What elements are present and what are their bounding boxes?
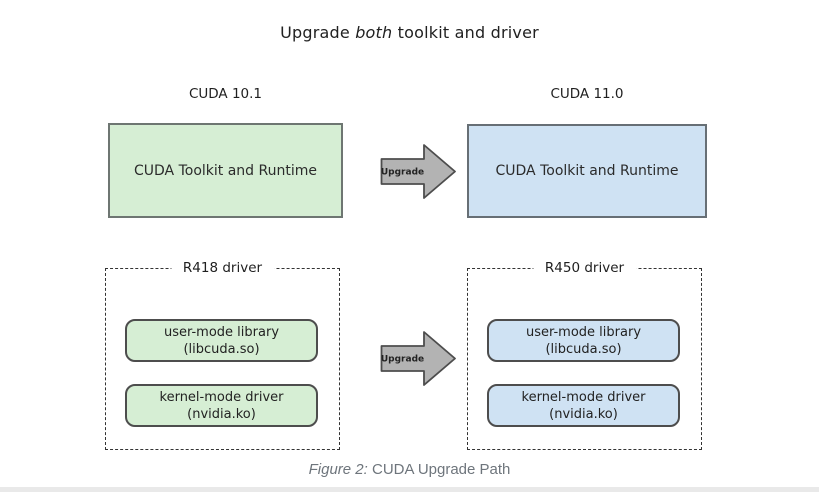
upgrade-arrow-label: Upgrade [381, 168, 424, 178]
toolkit-box-cuda-11-0: CUDA Toolkit and Runtime [467, 124, 707, 218]
figure-title-italic: both [355, 23, 393, 42]
driver-group-title: R450 driver [532, 259, 637, 278]
driver-group-r450: R450 driver user-mode library (libcuda.s… [467, 259, 702, 450]
upgrade-arrow-driver: Upgrade [380, 330, 457, 387]
column-label-cuda-11-0: CUDA 11.0 [550, 86, 624, 102]
toolkit-box-label: CUDA Toolkit and Runtime [134, 162, 317, 179]
driver-item-line2: (nvidia.ko) [549, 406, 618, 422]
figure-caption: Figure 2: CUDA Upgrade Path [0, 461, 819, 478]
upgrade-arrow-label: Upgrade [381, 355, 424, 365]
column-label-cuda-10-1: CUDA 10.1 [188, 86, 263, 102]
driver-item-kernel-mode-driver: kernel-mode driver (nvidia.ko) [125, 384, 318, 427]
driver-item-user-mode-library: user-mode library (libcuda.so) [125, 319, 318, 362]
figure-caption-text: CUDA Upgrade Path [371, 461, 511, 478]
driver-item-user-mode-library: user-mode library (libcuda.so) [487, 319, 680, 362]
driver-item-line1: user-mode library [163, 324, 280, 340]
upgrade-arrow-toolkit: Upgrade [380, 143, 457, 200]
right-arrow-icon: Upgrade [380, 144, 456, 199]
driver-group-title: R418 driver [170, 259, 275, 278]
toolkit-box-cuda-10-1: CUDA Toolkit and Runtime [108, 123, 343, 218]
figure-title-part1: Upgrade [280, 23, 350, 42]
right-arrow-icon: Upgrade [380, 331, 456, 386]
driver-item-kernel-mode-driver: kernel-mode driver (nvidia.ko) [487, 384, 680, 427]
figure-title-part2: toolkit and driver [397, 23, 539, 42]
figure-caption-prefix: Figure 2: [308, 461, 368, 478]
figure-title: Upgrade both toolkit and driver [0, 23, 819, 42]
driver-item-line1: kernel-mode driver [521, 389, 646, 405]
page-bottom-divider [0, 487, 819, 492]
driver-item-line1: user-mode library [525, 324, 642, 340]
driver-group-r418: R418 driver user-mode library (libcuda.s… [105, 259, 340, 450]
driver-item-line2: (libcuda.so) [183, 341, 260, 357]
driver-item-line2: (libcuda.so) [545, 341, 622, 357]
driver-item-line1: kernel-mode driver [159, 389, 284, 405]
driver-item-line2: (nvidia.ko) [187, 406, 256, 422]
toolkit-box-label: CUDA Toolkit and Runtime [495, 163, 679, 179]
